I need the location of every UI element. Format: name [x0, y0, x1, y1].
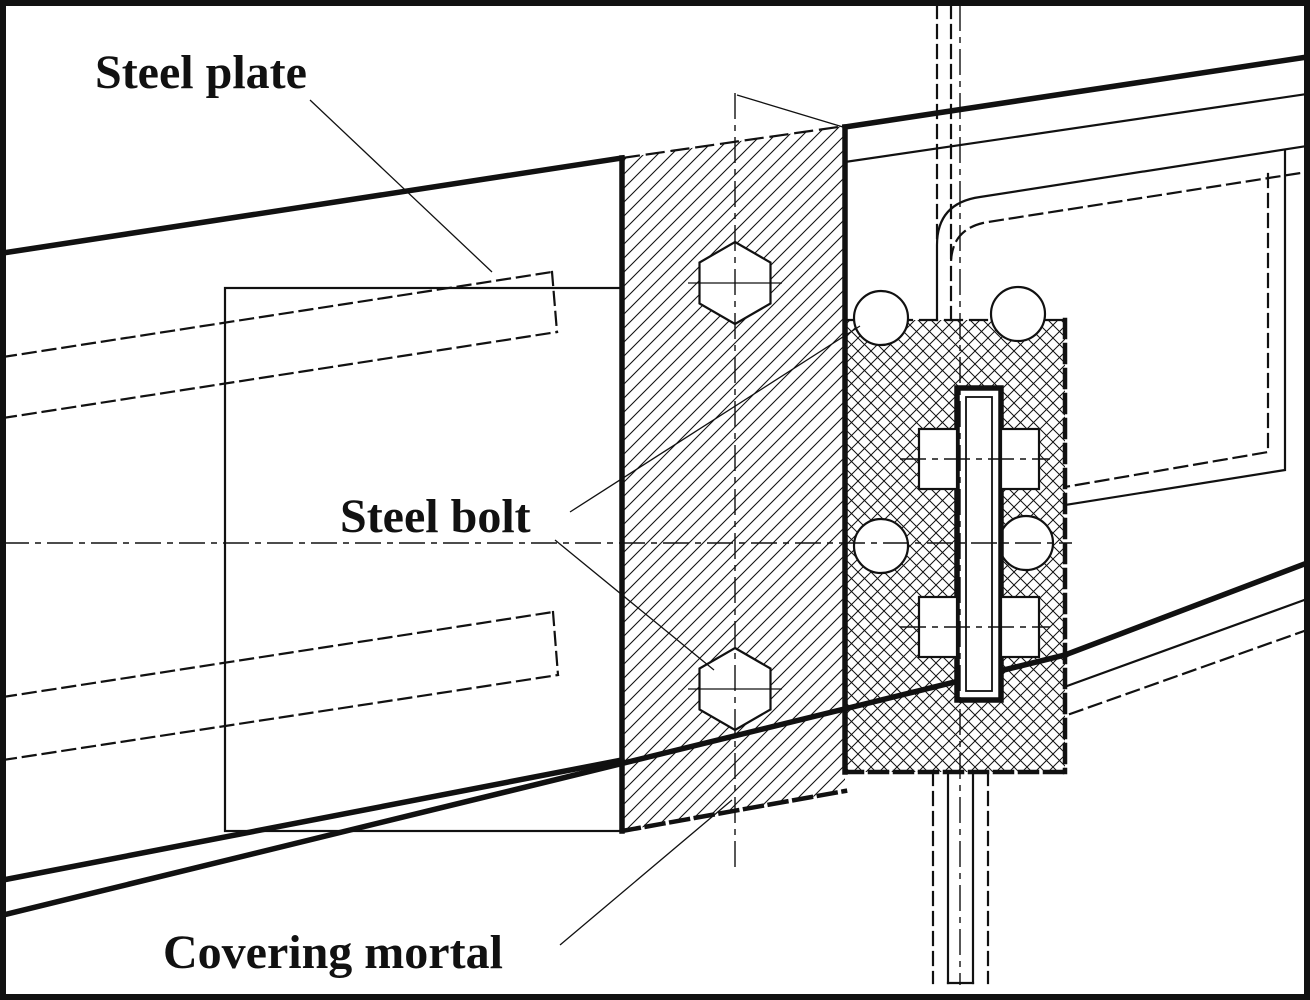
covering-mortar-leader — [559, 799, 733, 946]
covering-mortar-hatch-region — [622, 126, 845, 831]
right-beam-inner-top-edge — [843, 92, 1309, 164]
right-panel-hidden-outline — [1063, 172, 1270, 489]
fasteners — [698, 240, 1055, 732]
vertical-steel-plate-inner — [965, 396, 993, 692]
upper-slot-hidden-bottom — [1, 330, 559, 420]
left-beam-top-edge — [0, 154, 626, 257]
leader-lines — [309, 99, 861, 946]
right-beam-inner-bottom-edge — [1065, 597, 1309, 688]
right-beam-bottom-edge — [1061, 559, 1310, 659]
bolt-shank-circle-top-left — [852, 289, 910, 347]
left-beam — [0, 154, 626, 884]
mortar-top-boundary — [620, 124, 847, 160]
upper-slot-hidden-top — [1, 270, 554, 359]
right-beam-hidden-bottom-edge — [1068, 628, 1309, 716]
thin-diagonal-line-top — [736, 94, 844, 128]
steel-plate-label: Steel plate — [95, 46, 307, 99]
steel-plate-outline — [223, 286, 624, 833]
bolt-shank-circle-top-right — [989, 285, 1047, 343]
steel-bolt-leader-upper — [569, 325, 861, 513]
left-beam-bottom-edge — [0, 756, 626, 884]
covering-mortar-boundaries — [619, 94, 848, 834]
right-panel-outline — [1063, 149, 1287, 507]
lower-slot-hidden-bottom — [1, 673, 560, 762]
lower-beam-top-edge — [0, 651, 1069, 919]
centerlines — [3, 5, 1072, 985]
steel-plate-leader — [309, 99, 493, 273]
labels: Steel plate Steel bolt Covering mortal — [95, 46, 531, 979]
column-fillet-edge — [935, 144, 1309, 322]
lower-slot-hidden-top — [1, 610, 555, 699]
steel-bolt-leader-lower — [554, 539, 715, 671]
lower-slot-hidden-end — [551, 610, 560, 677]
right-beam — [841, 53, 1310, 716]
steel-bolt-label: Steel bolt — [340, 490, 531, 543]
bolt-shank-circle-mid-left — [852, 517, 910, 575]
upper-slot-hidden-end — [550, 270, 559, 334]
right-beam-top-edge — [841, 53, 1310, 131]
mortar-bottom-boundary — [619, 788, 848, 834]
covering-mortar-label: Covering mortal — [163, 926, 503, 979]
